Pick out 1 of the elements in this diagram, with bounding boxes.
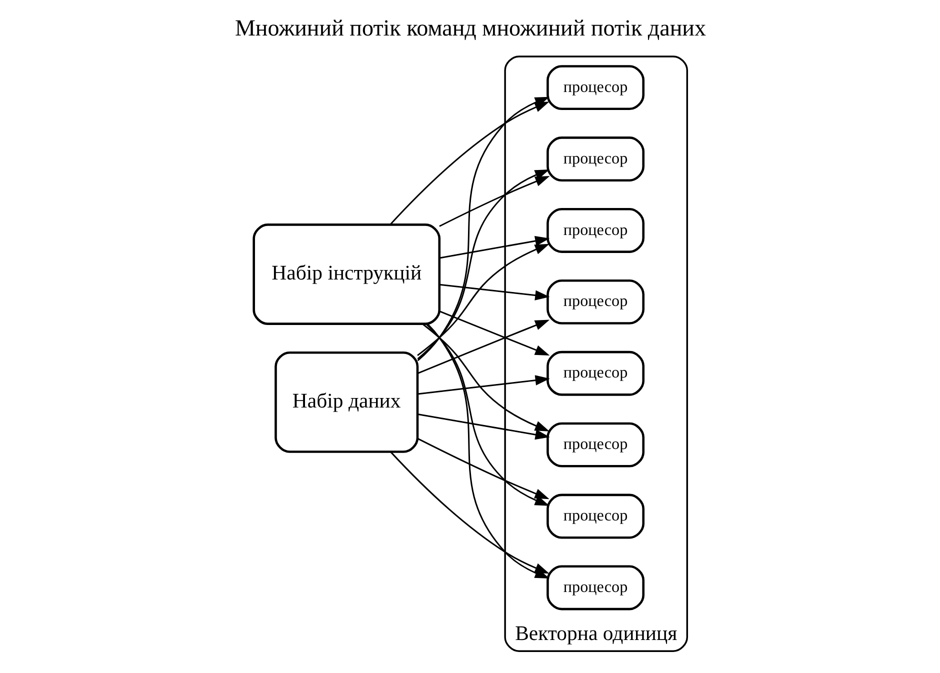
diagram-title: Множиний потік команд множиний потік даних <box>234 14 706 41</box>
